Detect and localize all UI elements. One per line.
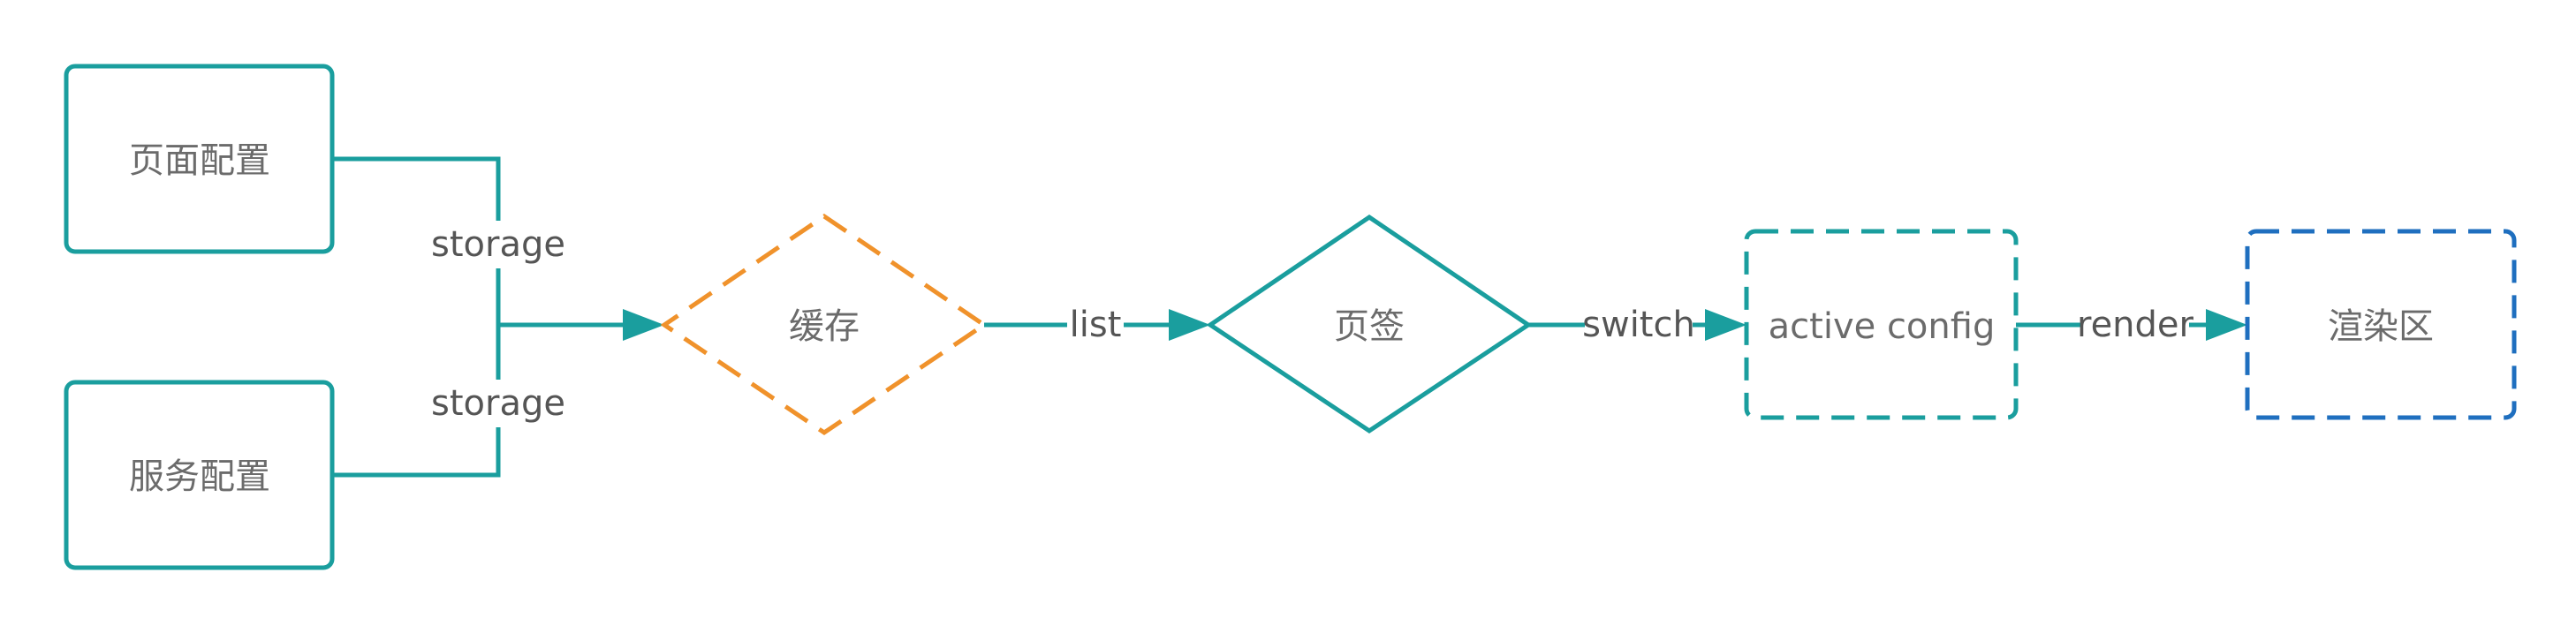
- edge-label-render: render: [2077, 305, 2194, 345]
- arrowhead-to-cache: [623, 309, 664, 341]
- edge-label-storage-bottom: storage: [431, 383, 565, 424]
- node-service-config-label: 服务配置: [129, 456, 270, 497]
- node-page-config: [64, 64, 335, 254]
- node-active-config: [1744, 229, 2019, 420]
- arrowhead-to-active-config: [1705, 309, 1746, 341]
- node-render-area-label: 渲染区: [2328, 306, 2434, 347]
- node-service-config: [64, 380, 335, 570]
- connector-service-config: [332, 325, 501, 478]
- arrowhead-to-tab: [1169, 309, 1210, 341]
- edge-label-list: list: [1070, 305, 1122, 345]
- node-render-area: [2245, 229, 2517, 420]
- node-cache: [660, 213, 989, 436]
- arrowhead-to-render-area: [2206, 309, 2247, 341]
- node-tab: [1206, 214, 1533, 434]
- node-cache-label: 缓存: [789, 306, 860, 347]
- node-tab-label: 页签: [1334, 306, 1405, 347]
- connector-page-config: [332, 156, 501, 325]
- node-page-config-label: 页面配置: [129, 140, 270, 181]
- edge-label-switch: switch: [1582, 305, 1695, 345]
- node-active-config-label: active config: [1769, 306, 1996, 347]
- edge-label-storage-top: storage: [431, 224, 565, 265]
